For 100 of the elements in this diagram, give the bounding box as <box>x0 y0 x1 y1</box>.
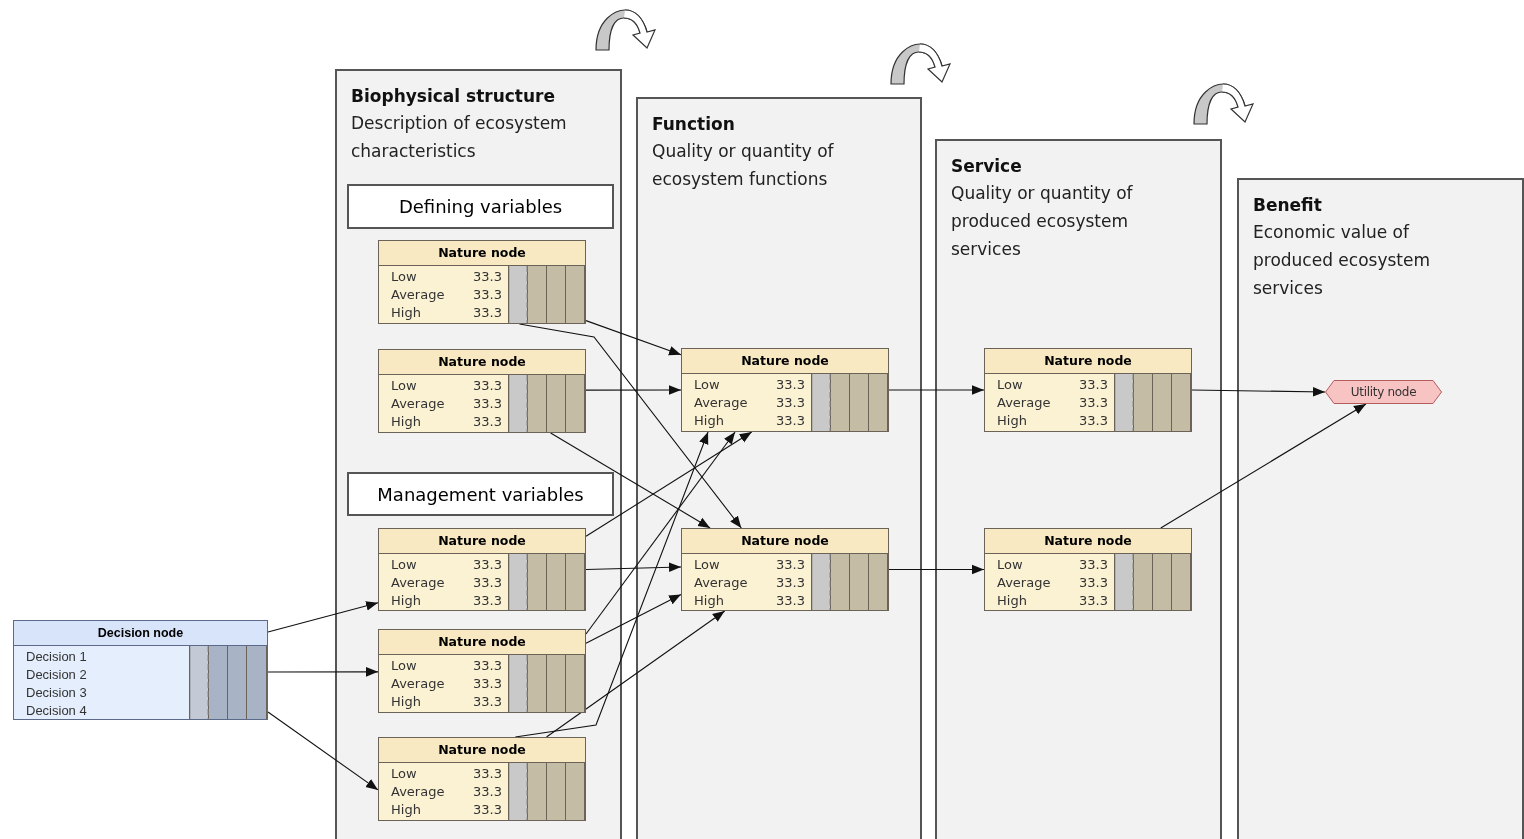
state-label: High <box>997 592 1027 610</box>
arrow <box>267 667 379 677</box>
arrow <box>545 610 726 738</box>
state-label: Low <box>391 268 417 286</box>
nature-node-table <box>984 348 1192 432</box>
nature-node-table <box>378 629 586 713</box>
arrow <box>585 593 682 644</box>
state-probability: 33.3 <box>776 412 805 430</box>
state-label: Average <box>997 574 1051 592</box>
arrow <box>888 564 985 575</box>
group-label <box>347 472 614 516</box>
utility-node-label: Utility node <box>1350 385 1417 399</box>
stage-panel <box>1237 178 1524 839</box>
stage-panel <box>335 69 622 839</box>
nature-node-table <box>681 348 889 432</box>
nature-node-table <box>378 528 586 611</box>
state-label: Average <box>997 394 1051 412</box>
state-probability: 33.3 <box>1079 376 1108 394</box>
stage-heading: Service <box>951 155 1023 178</box>
state-probability: 33.3 <box>1079 574 1108 592</box>
state-label: Average <box>391 286 445 304</box>
state-label: High <box>694 592 724 610</box>
state-probability: 33.3 <box>473 556 502 574</box>
state-probability: 33.3 <box>473 592 502 610</box>
arrow <box>585 320 682 356</box>
arrow <box>585 562 682 573</box>
stage-heading: Benefit <box>1253 194 1323 217</box>
state-label: Low <box>391 657 417 675</box>
node-title: Nature node <box>985 349 1191 374</box>
state-label: Low <box>391 556 417 574</box>
state-label: Average <box>391 675 445 693</box>
state-probability: 33.3 <box>473 693 502 711</box>
nature-node-table <box>378 349 586 433</box>
arrow <box>550 432 711 529</box>
arrow <box>514 431 709 738</box>
arrow <box>585 431 753 537</box>
arrow <box>888 385 985 395</box>
arrow <box>585 431 736 635</box>
state-probability: 33.3 <box>473 657 502 675</box>
node-title: Decision node <box>14 621 267 646</box>
node-title: Nature node <box>379 738 585 763</box>
state-probability: 33.3 <box>776 574 805 592</box>
decision-node-table <box>13 620 268 720</box>
state-probability: 33.3 <box>473 765 502 783</box>
state-probability: 33.3 <box>776 592 805 610</box>
state-probability: 33.3 <box>1079 556 1108 574</box>
arrow <box>267 711 379 791</box>
state-probability: 33.3 <box>776 556 805 574</box>
state-probability: 33.3 <box>1079 412 1108 430</box>
nature-node-table <box>681 528 889 611</box>
state-label: Low <box>694 556 720 574</box>
state-label: Decision 2 <box>26 666 87 684</box>
state-probability: 33.3 <box>473 783 502 801</box>
stage-heading: Function <box>652 113 736 136</box>
state-probability: 33.3 <box>1079 394 1108 412</box>
nature-node-table <box>984 528 1192 611</box>
state-label: Low <box>997 376 1023 394</box>
state-label: Low <box>694 376 720 394</box>
node-title: Nature node <box>379 529 585 554</box>
state-label: Average <box>694 394 748 412</box>
state-probability: 33.3 <box>473 268 502 286</box>
state-label: Average <box>391 574 445 592</box>
state-probability: 33.3 <box>473 286 502 304</box>
group-label <box>347 184 614 229</box>
state-label: Average <box>694 574 748 592</box>
state-label: Decision 1 <box>26 648 87 666</box>
node-title: Nature node <box>379 630 585 655</box>
group-label-text: Management variables <box>377 483 584 505</box>
state-probability: 33.3 <box>473 377 502 395</box>
state-probability: 33.3 <box>473 675 502 693</box>
state-label: Average <box>391 783 445 801</box>
state-probability: 33.3 <box>776 376 805 394</box>
state-label: Decision 4 <box>26 702 87 720</box>
stage-panel <box>636 97 922 839</box>
state-label: High <box>694 412 724 430</box>
state-probability: 33.3 <box>473 574 502 592</box>
group-label-text: Defining variables <box>398 196 563 217</box>
arrow <box>267 601 379 633</box>
arrow <box>1160 403 1367 529</box>
state-label: High <box>391 693 421 711</box>
arrow <box>518 323 742 529</box>
state-probability: 33.3 <box>1079 592 1108 610</box>
stage-heading: Biophysical structure <box>351 85 556 108</box>
nature-node-table <box>378 240 586 324</box>
state-label: Low <box>391 377 417 395</box>
state-label: Low <box>997 556 1023 574</box>
state-probability: 33.3 <box>473 304 502 322</box>
state-label: High <box>391 413 421 431</box>
arrow <box>585 385 682 395</box>
node-title: Nature node <box>682 529 888 554</box>
node-title: Nature node <box>379 350 585 375</box>
state-probability: 33.3 <box>473 801 502 819</box>
state-label: High <box>997 412 1027 430</box>
state-probability: 33.3 <box>473 413 502 431</box>
node-title: Nature node <box>682 349 888 374</box>
state-probability: 33.3 <box>473 395 502 413</box>
utility-node-hexagon <box>1325 380 1442 404</box>
state-label: Average <box>391 395 445 413</box>
node-title: Nature node <box>379 241 585 266</box>
state-label: High <box>391 592 421 610</box>
